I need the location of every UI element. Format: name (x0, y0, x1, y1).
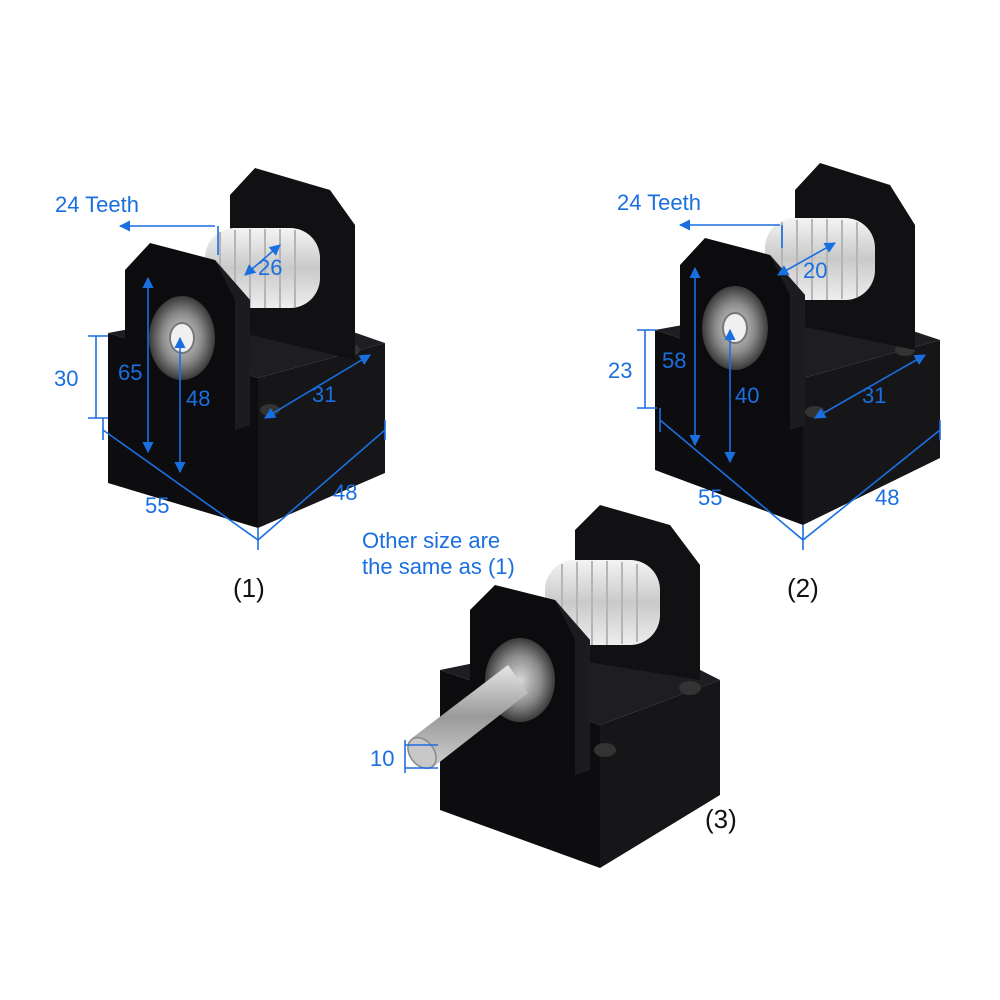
center-height-label: 48 (186, 386, 210, 411)
mount-block-2 (655, 163, 940, 525)
center-height-label: 40 (735, 383, 759, 408)
base-height-label: 30 (54, 366, 78, 391)
dimension-labels-1: 24 Teeth 26 65 48 30 31 55 48 (54, 192, 357, 518)
teeth-label: 24 Teeth (55, 192, 139, 217)
pulley-width-label: 26 (258, 255, 282, 280)
caption-2: (2) (787, 573, 819, 603)
shaft-icon (412, 665, 528, 768)
slot-spacing-label: 31 (312, 382, 336, 407)
mount-block-1 (108, 168, 385, 528)
teeth-label: 24 Teeth (617, 190, 701, 215)
mount-block-3 (407, 505, 720, 868)
base-height-label: 23 (608, 358, 632, 383)
product-1: 24 Teeth 26 65 48 30 31 55 48 (1) (54, 168, 386, 603)
total-height-label: 65 (118, 360, 142, 385)
width-label: 48 (875, 485, 899, 510)
dimensions-3 (404, 740, 438, 773)
dimensions-1 (88, 220, 386, 550)
slot-spacing-label: 31 (862, 383, 886, 408)
width-label: 48 (333, 480, 357, 505)
length-label: 55 (145, 493, 169, 518)
caption-1: (1) (233, 573, 265, 603)
caption-3: (3) (705, 804, 737, 834)
note-3: Other size are the same as (1) 10 (362, 528, 515, 771)
product-2: 24 Teeth 20 58 40 23 31 55 48 (2) (608, 163, 941, 603)
note-line-2: the same as (1) (362, 554, 515, 579)
shaft-diameter-label: 10 (370, 746, 394, 771)
note-line-1: Other size are (362, 528, 500, 553)
total-height-label: 58 (662, 348, 686, 373)
product-3: Other size are the same as (1) 10 (3) (362, 505, 737, 868)
length-label: 55 (698, 485, 722, 510)
dimension-labels-2: 24 Teeth 20 58 40 23 31 55 48 (608, 190, 899, 510)
dimensions-2 (637, 219, 941, 550)
pulley-width-label: 20 (803, 258, 827, 283)
